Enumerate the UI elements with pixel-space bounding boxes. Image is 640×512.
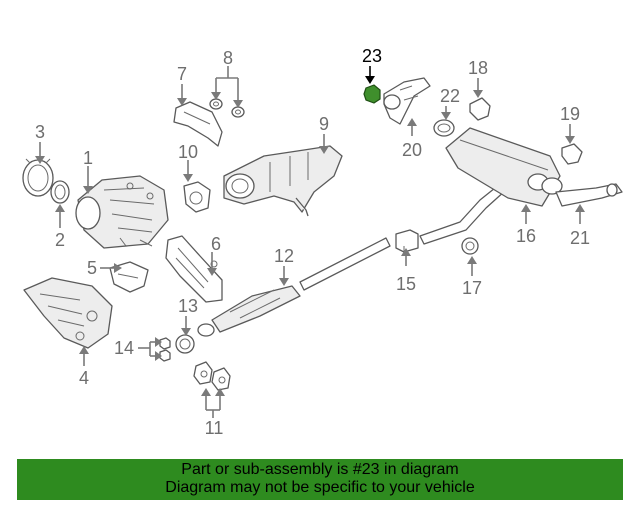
callout-14: 14 <box>114 338 134 358</box>
part-6-heat-shield <box>165 235 223 303</box>
callout-3: 3 <box>35 122 45 142</box>
part-3-clamp <box>22 158 54 197</box>
callout-2: 2 <box>55 230 65 250</box>
banner-line-1: Part or sub-assembly is #23 in diagram <box>181 461 459 478</box>
part-22-clamp <box>433 119 455 137</box>
callout-12: 12 <box>274 246 294 266</box>
callout-13: 13 <box>178 296 198 316</box>
callout-7: 7 <box>177 64 187 84</box>
callout-11: 11 <box>205 418 224 438</box>
part-10-gasket <box>183 181 211 213</box>
callout-1: 1 <box>83 148 93 168</box>
callout-leaders <box>35 66 585 418</box>
part-13-clamp <box>175 334 195 354</box>
callout-16: 16 <box>516 226 536 246</box>
part-14-nuts <box>159 337 171 362</box>
part-4-bracket <box>23 277 113 349</box>
callout-4: 4 <box>79 368 89 388</box>
callout-9: 9 <box>319 114 329 134</box>
callout-8: 8 <box>223 48 233 68</box>
callout-21: 21 <box>570 228 590 248</box>
banner-line-2: Diagram may not be specific to your vehi… <box>165 479 475 496</box>
part-12-center-pipe <box>197 237 391 337</box>
part-9-front-pipe <box>223 145 343 217</box>
callout-17: 17 <box>462 278 482 298</box>
callout-10: 10 <box>178 142 198 162</box>
part-20-pipe <box>383 77 431 125</box>
callout-5: 5 <box>87 258 97 278</box>
callout-19: 19 <box>560 104 580 124</box>
callout-22: 22 <box>440 86 460 106</box>
callout-23-selected: 23 <box>362 46 382 66</box>
callout-numbers: 3 2 1 4 5 6 7 8 9 10 11 12 13 14 15 16 1… <box>35 46 590 438</box>
part-1-catalytic-converter <box>75 175 169 249</box>
part-16-muffler <box>419 127 563 245</box>
part-18-bracket <box>469 97 491 121</box>
part-21-tail-tip <box>555 183 623 207</box>
part-7-heat-shield <box>173 101 223 147</box>
part-23-highlighted <box>363 84 381 104</box>
info-banner: Part or sub-assembly is #23 in diagram D… <box>17 459 623 500</box>
callout-20: 20 <box>402 140 422 160</box>
part-17-hanger <box>461 237 479 255</box>
part-11-hangers <box>193 361 231 391</box>
callout-15: 15 <box>396 274 416 294</box>
part-19-bracket <box>561 143 583 165</box>
part-2-gasket <box>50 180 70 204</box>
callout-6: 6 <box>211 234 221 254</box>
part-8-grommets <box>209 98 245 118</box>
callout-18: 18 <box>468 58 488 78</box>
